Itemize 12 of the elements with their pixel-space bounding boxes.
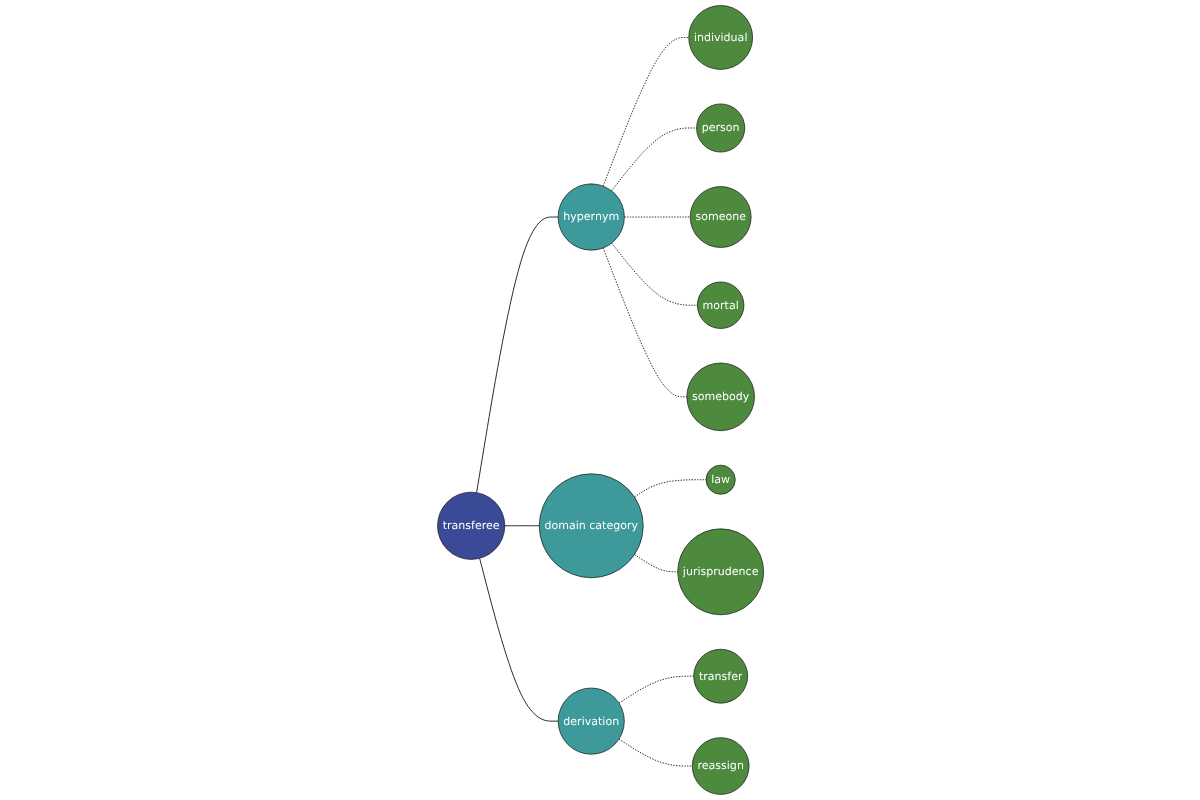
connector	[618, 738, 693, 767]
connector	[602, 37, 689, 187]
connector	[610, 127, 697, 192]
connector	[618, 675, 694, 704]
connector	[633, 479, 706, 498]
connector	[602, 247, 687, 398]
connector	[633, 554, 678, 573]
connector	[610, 242, 698, 306]
connector	[503, 525, 540, 527]
connector	[623, 216, 691, 218]
connector	[475, 216, 558, 494]
connector	[478, 557, 558, 722]
